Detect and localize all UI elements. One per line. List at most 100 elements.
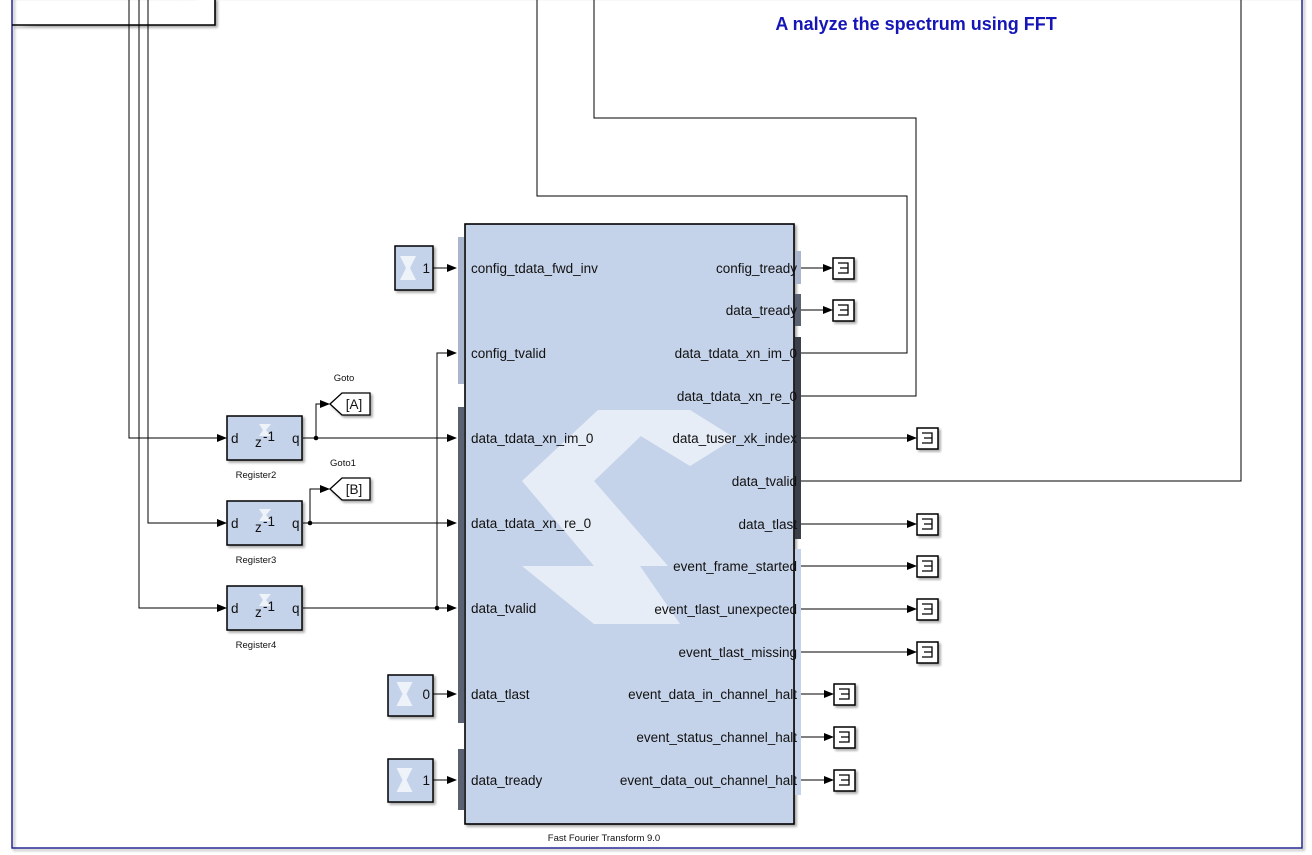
- fft-input-port-label: data_tdata_xn_im_0: [471, 431, 593, 446]
- goto-block-a[interactable]: [A] Goto: [329, 373, 371, 416]
- wire-xn-im-feedback: [536, 0, 908, 354]
- fft-input-port-label: data_tvalid: [471, 601, 536, 616]
- constant-block[interactable]: 0: [387, 674, 434, 717]
- terminator-block[interactable]: [916, 641, 939, 664]
- wire-reg3-to-goto1: [309, 485, 330, 523]
- fft-output-port-label: data_tdata_xn_im_0: [675, 346, 797, 361]
- output-port-bar-config: [795, 251, 801, 284]
- input-port-bar-data: [458, 407, 464, 723]
- register-op-exponent: -1: [263, 429, 275, 444]
- constant-value: 1: [422, 773, 430, 788]
- register-name: Register4: [236, 640, 277, 651]
- wire-xn-re-feedback: [593, 0, 917, 397]
- fft-block[interactable]: config_tdata_fwd_invconfig_tvaliddata_td…: [458, 223, 801, 844]
- constant-block[interactable]: 1: [387, 758, 434, 803]
- terminator-block[interactable]: [832, 257, 855, 280]
- input-port-bar-ready: [458, 749, 464, 810]
- wire-to-config-tvalid: [436, 349, 457, 608]
- input-port-bar-config: [458, 237, 464, 384]
- constant-value: 1: [422, 261, 430, 276]
- register-body[interactable]: [226, 585, 303, 631]
- xilinx-logo-icon: [259, 509, 271, 521]
- output-port-bar-events: [795, 549, 801, 795]
- constant-body[interactable]: [387, 674, 434, 717]
- output-port-bar-data: [795, 337, 801, 539]
- constant-body[interactable]: [387, 758, 434, 803]
- register-input-label: d: [231, 516, 239, 531]
- subsystem-block-fragment[interactable]: [12, 0, 216, 26]
- terminator-icon: [922, 518, 933, 530]
- fft-input-port-label: config_tvalid: [471, 346, 546, 361]
- register-op-label: z: [255, 435, 262, 450]
- register-body[interactable]: [226, 415, 303, 461]
- register-body[interactable]: [226, 500, 303, 546]
- xilinx-logo-icon: [400, 256, 416, 280]
- wire-reg2-to-goto: [315, 400, 330, 438]
- register-input-label: d: [231, 601, 239, 616]
- fft-output-port-label: data_tlast: [738, 517, 797, 532]
- terminator-icon: [922, 560, 933, 572]
- terminator-block[interactable]: [916, 513, 939, 536]
- terminator-block[interactable]: [832, 299, 855, 322]
- terminator-icon: [838, 304, 849, 316]
- goto-block-b[interactable]: [B] Goto1: [329, 458, 371, 501]
- fft-output-port-label: event_data_in_channel_halt: [628, 687, 797, 702]
- terminator-icon: [839, 731, 850, 743]
- terminator-blocks: [832, 257, 939, 792]
- fft-output-ports: config_tready data_tready data_tdata_xn_im…: [620, 261, 797, 788]
- junction-dot: [307, 520, 313, 526]
- fft-input-port-label: data_tdata_xn_re_0: [471, 516, 591, 531]
- fft-input-port-label: data_tlast: [471, 687, 530, 702]
- terminator-block[interactable]: [916, 555, 939, 578]
- goto-tag: [A]: [346, 397, 363, 412]
- xilinx-logo-icon: [259, 594, 271, 606]
- junction-dot: [434, 605, 440, 611]
- constant-value: 0: [422, 687, 430, 702]
- xilinx-logo-watermark: [522, 410, 735, 624]
- terminator-icon: [922, 603, 933, 615]
- register-name: Register3: [236, 555, 277, 566]
- terminator-block[interactable]: [916, 427, 939, 450]
- constant-block[interactable]: 1: [394, 245, 434, 291]
- terminator-block[interactable]: [833, 726, 856, 749]
- register-op-exponent: -1: [263, 514, 275, 529]
- xilinx-logo-icon: [396, 768, 413, 792]
- annotation-text: A nalyze the spectrum using FFT: [775, 14, 1056, 34]
- fft-output-port-label: config_tready: [716, 261, 797, 276]
- wire-to-register3: [147, 0, 227, 527]
- register-op-label: z: [255, 520, 262, 535]
- constant-body[interactable]: [394, 245, 434, 291]
- terminator-block[interactable]: [833, 683, 856, 706]
- register-op-label: z: [255, 605, 262, 620]
- xilinx-logo-icon: [396, 682, 413, 706]
- output-port-bar-data-tready: [795, 294, 801, 326]
- fft-output-port-label: event_tlast_unexpected: [654, 602, 797, 617]
- fft-output-port-label: data_tdata_xn_re_0: [677, 389, 797, 404]
- terminator-icon: [839, 774, 850, 786]
- fft-output-port-label: data_tready: [726, 303, 798, 318]
- terminator-block[interactable]: [916, 598, 939, 621]
- junction-dot: [313, 435, 319, 441]
- goto-name: Goto: [334, 373, 355, 384]
- canvas-frame: [11, 0, 1303, 849]
- terminator-icon: [922, 646, 933, 658]
- fft-output-port-label: event_tlast_missing: [678, 645, 797, 660]
- register-output-label: q: [292, 431, 300, 446]
- terminator-icon: [839, 688, 850, 700]
- terminator-icon: [922, 432, 933, 444]
- fft-input-ports: config_tdata_fwd_invconfig_tvaliddata_td…: [471, 261, 598, 788]
- terminator-block[interactable]: [833, 769, 856, 792]
- fft-block-name: Fast Fourier Transform 9.0: [548, 833, 660, 844]
- fft-output-port-label: event_frame_started: [673, 559, 797, 574]
- constant-blocks: 1 0 1: [387, 245, 434, 803]
- register-input-label: d: [231, 431, 239, 446]
- fft-input-port-label: data_tready: [471, 773, 543, 788]
- fft-output-port-label: data_tvalid: [732, 474, 797, 489]
- xilinx-logo-icon: [259, 424, 271, 436]
